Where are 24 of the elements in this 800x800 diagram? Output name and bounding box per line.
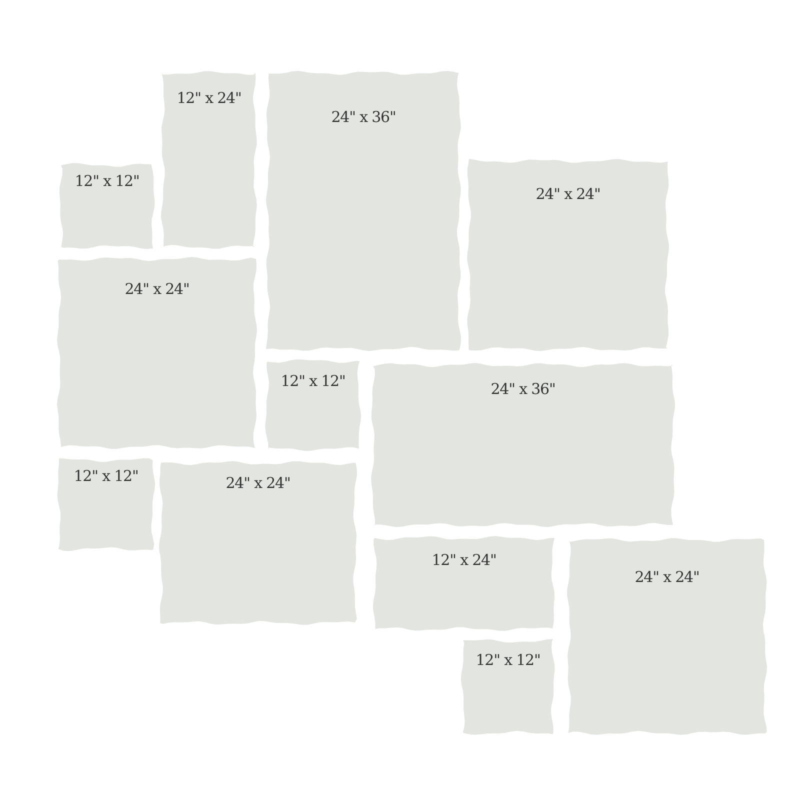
tile-size-label: 12" x 12"	[74, 467, 138, 485]
tile-size-label: 24" x 36"	[331, 108, 396, 126]
stone-tile	[460, 638, 556, 736]
tile-size-label: 24" x 24"	[634, 568, 700, 586]
tile-size-label: 12" x 12"	[280, 372, 346, 390]
tile-size-label: 24" x 24"	[124, 280, 190, 298]
stone-tile	[370, 362, 676, 528]
tile-size-label: 12" x 12"	[476, 651, 540, 669]
stone-tile	[264, 358, 362, 452]
tile-size-label: 24" x 36"	[490, 380, 556, 398]
tile-size-label: 12" x 24"	[432, 551, 496, 569]
stone-tile	[466, 158, 670, 352]
tile-size-label: 12" x 24"	[176, 89, 242, 107]
tile-size-label: 12" x 12"	[74, 172, 140, 190]
stone-tile	[56, 256, 258, 450]
tile-size-label: 24" x 24"	[536, 185, 600, 203]
stone-tile	[56, 457, 156, 552]
tile-size-label: 24" x 24"	[226, 474, 290, 492]
stone-tile	[160, 70, 258, 250]
stone-tile	[566, 537, 768, 736]
stone-tile	[372, 535, 556, 632]
stone-tile	[158, 460, 358, 626]
stone-tile	[58, 162, 156, 250]
stone-tile	[265, 70, 462, 352]
